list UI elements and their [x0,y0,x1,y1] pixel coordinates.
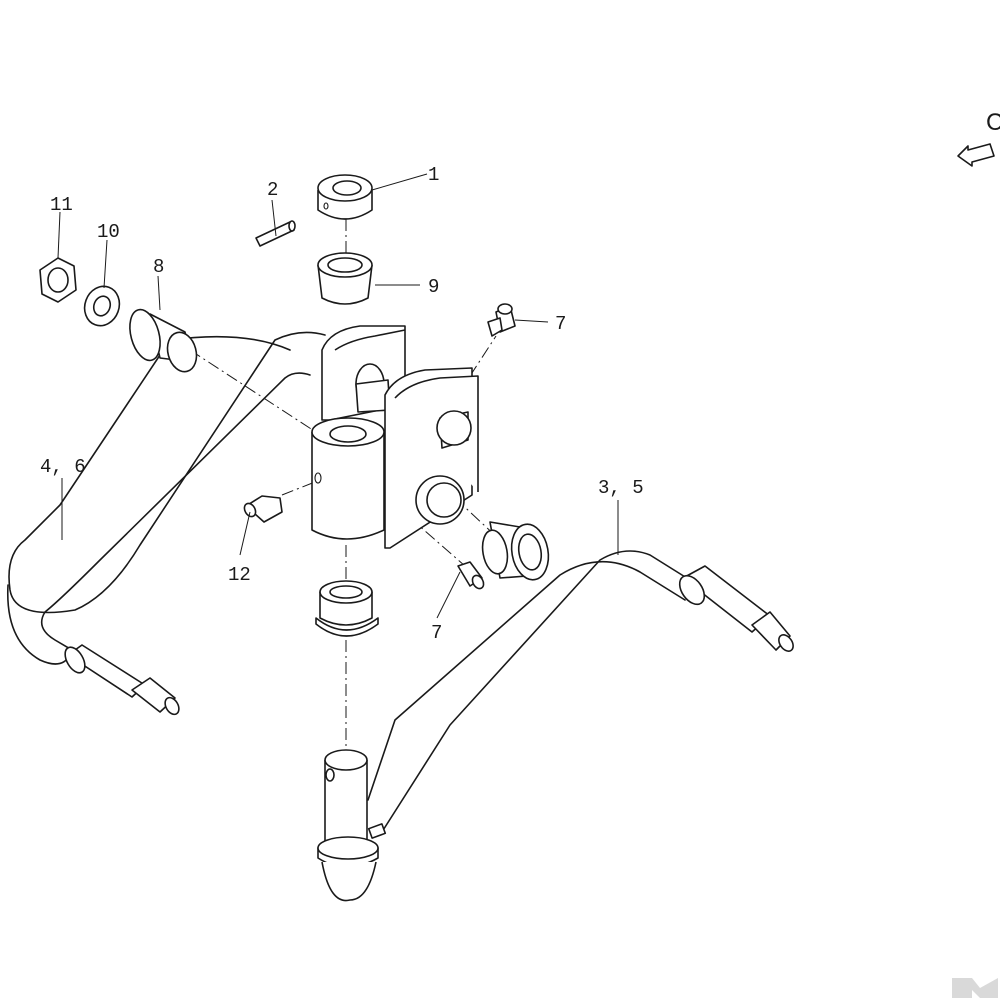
callout-1: 1 [428,164,439,186]
callout-9: 9 [428,276,439,298]
callout-8: 8 [153,256,164,278]
part-10-washer [83,285,121,327]
hub-cylinder [311,417,385,540]
pivot-pin [317,749,387,902]
callout-11: 11 [50,194,73,216]
left-bent-arm [6,331,326,716]
brand-watermark [952,978,998,998]
part-11-hex-nut [39,257,77,303]
part-7-grease-nipple-upper [487,303,516,337]
part-8-flange-bushing [129,308,198,373]
part-9-top-bushing [317,252,373,305]
view-marker: C [957,109,1000,167]
part-7-grease-nipple-lower [457,561,485,590]
right-bent-arm [367,550,794,836]
callout-4-6: 4, 6 [40,456,86,478]
callout-10: 10 [97,221,120,243]
part-2-roll-pin [255,220,296,247]
right-flange-bushing [481,521,550,581]
part-12-grease-nipple [243,495,283,523]
callout-labels: 1 2 9 7 8 10 11 4, 6 3, 5 12 7 [40,164,644,644]
callout-7-upper: 7 [555,313,566,335]
callout-3-5: 3, 5 [598,477,644,499]
brand-logo-icon [952,978,998,998]
bottom-bushing [315,580,379,637]
view-marker-letter: C [986,109,1000,136]
callout-12: 12 [228,564,251,586]
callout-2: 2 [267,179,278,201]
view-arrow-icon [957,143,995,167]
clevis-bracket [321,325,479,549]
part-1-collar [317,174,373,220]
callout-leaders [57,173,619,619]
callout-7-lower: 7 [431,622,442,644]
